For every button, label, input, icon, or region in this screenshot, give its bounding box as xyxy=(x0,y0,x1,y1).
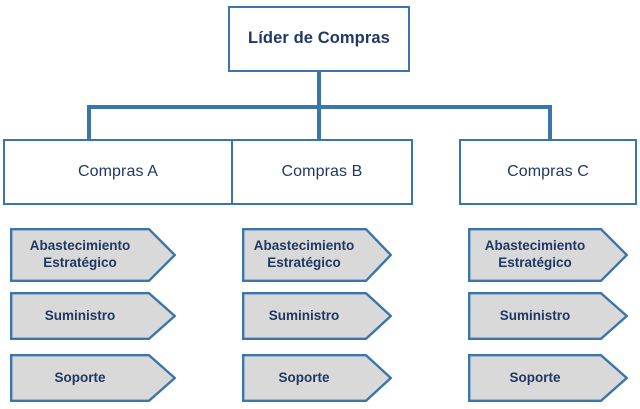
chevron-suministro-b[interactable]: Suministro xyxy=(242,292,392,340)
chevron-soporte-a[interactable]: Soporte xyxy=(10,354,176,402)
chevron-shape-icon xyxy=(468,228,628,282)
chevron-abastecimiento-estrategico-b[interactable]: Abastecimiento Estratégico xyxy=(242,228,392,282)
connector-drop-compras-a xyxy=(87,105,91,141)
node-unit-compras-a[interactable]: Compras A xyxy=(3,139,233,205)
node-unit-label: Compras B xyxy=(281,163,363,181)
chevron-shape-icon xyxy=(242,292,392,340)
chevron-suministro-a[interactable]: Suministro xyxy=(10,292,176,340)
chevron-abastecimiento-estrategico-c[interactable]: Abastecimiento Estratégico xyxy=(468,228,628,282)
connector-drop-compras-c xyxy=(548,105,552,141)
node-unit-compras-c[interactable]: Compras C xyxy=(459,139,637,205)
chevron-shape-icon xyxy=(10,354,176,402)
chevron-shape-icon xyxy=(10,228,176,282)
chevron-shape-icon xyxy=(242,354,392,402)
chevron-suministro-c[interactable]: Suministro xyxy=(468,292,628,340)
node-unit-compras-b[interactable]: Compras B xyxy=(231,139,413,205)
chevron-soporte-c[interactable]: Soporte xyxy=(468,354,628,402)
connector-root-stem xyxy=(317,72,321,108)
chevron-shape-icon xyxy=(10,292,176,340)
connector-drop-compras-b xyxy=(317,105,321,141)
chevron-shape-icon xyxy=(468,354,628,402)
chevron-abastecimiento-estrategico-a[interactable]: Abastecimiento Estratégico xyxy=(10,228,176,282)
node-unit-label: Compras A xyxy=(77,163,159,181)
chevron-shape-icon xyxy=(468,292,628,340)
node-root-label: Líder de Compras xyxy=(248,29,390,48)
node-unit-label: Compras C xyxy=(507,163,589,181)
chevron-soporte-b[interactable]: Soporte xyxy=(242,354,392,402)
node-root-lider-de-compras[interactable]: Líder de Compras xyxy=(228,6,410,72)
chevron-shape-icon xyxy=(242,228,392,282)
